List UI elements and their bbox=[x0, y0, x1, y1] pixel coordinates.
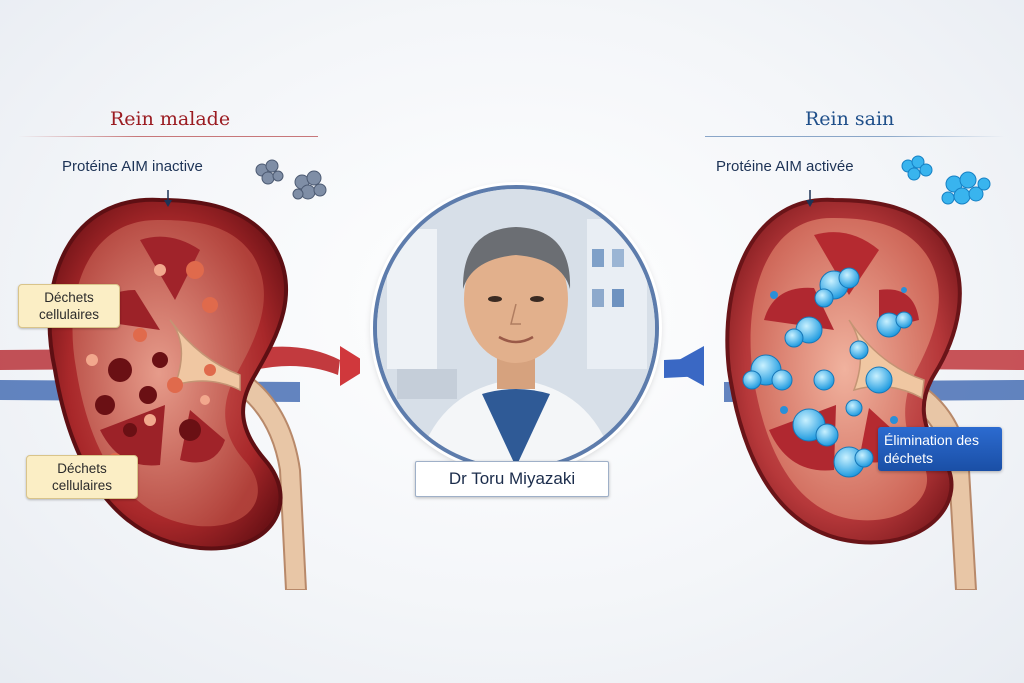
waste-elimination-badge: Élimination des déchets bbox=[878, 427, 1002, 471]
protein-cluster-icon bbox=[901, 155, 991, 205]
left-panel-title: Rein malade bbox=[110, 108, 231, 130]
scientist-portrait bbox=[373, 185, 659, 471]
right-panel-title: Rein sain bbox=[805, 108, 895, 130]
kidney-diseased-icon bbox=[0, 190, 360, 590]
scientist-name-plate: Dr Toru Miyazaki bbox=[415, 461, 609, 497]
waste-tag: Déchets cellulaires bbox=[26, 455, 138, 499]
kidney-healthy-icon bbox=[664, 190, 1024, 590]
waste-tag: Déchets cellulaires bbox=[18, 284, 120, 328]
right-title-rule bbox=[705, 136, 1005, 137]
active-protein-label: Protéine AIM activée bbox=[716, 158, 854, 175]
inactive-protein-label: Protéine AIM inactive bbox=[62, 158, 203, 175]
left-title-rule bbox=[18, 136, 318, 137]
protein-cluster-icon bbox=[255, 159, 327, 200]
